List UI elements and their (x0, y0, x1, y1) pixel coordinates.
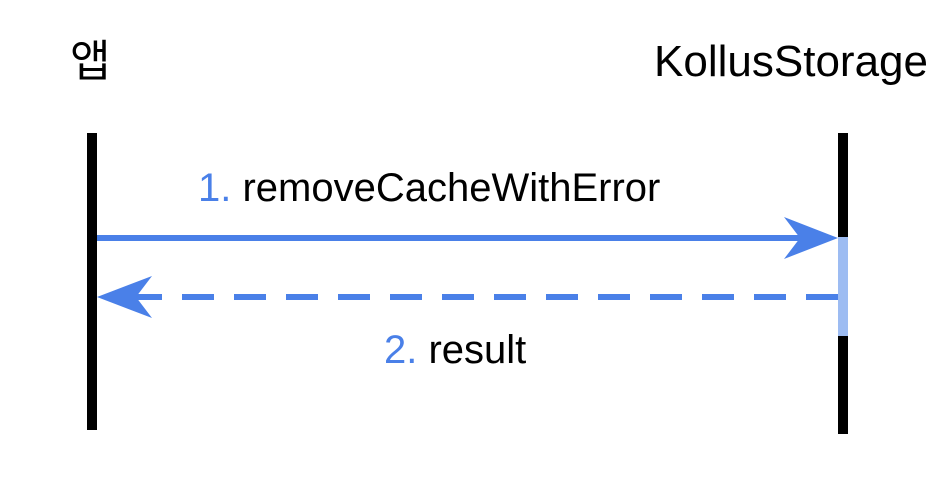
actor-app-label: 앱 (70, 36, 111, 87)
message-2-label: 2. result (384, 330, 526, 370)
message-2-number: 2. (384, 328, 418, 372)
message-2-text: result (428, 328, 527, 372)
activation-bar-storage (838, 237, 848, 336)
message-1-arrowhead (784, 217, 838, 259)
message-1-number: 1. (198, 166, 232, 210)
message-1-text: removeCacheWithError (242, 166, 661, 210)
actor-storage-label: KollusStorage (654, 37, 928, 86)
message-2-arrowhead (97, 276, 152, 318)
message-1-label: 1. removeCacheWithError (198, 168, 660, 208)
